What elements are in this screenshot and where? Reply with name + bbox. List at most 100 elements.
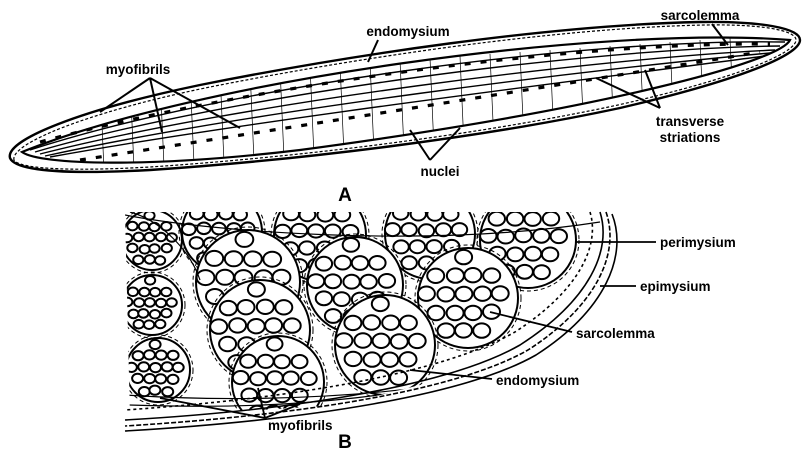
muscle-fiber [525,212,541,226]
muscle-fiber [133,351,144,360]
muscle-fiber [393,240,408,253]
muscle-fiber [410,240,425,253]
muscle-fiber [161,288,171,297]
muscle-fiber [149,244,159,253]
muscle-fiber [427,240,442,253]
muscle-fiber [343,275,359,289]
muscle-fiber [162,362,173,371]
muscle-fiber [542,248,558,262]
muscle-fiber [483,268,500,282]
muscle-fiber [516,194,532,208]
muscle-fiber [149,223,159,232]
muscle-fiber [534,265,550,279]
muscle-fiber [250,372,266,385]
muscle-fiber [233,209,247,221]
muscle-fiber [418,287,435,301]
muscle-fiber [162,387,173,396]
muscle-fiber [400,352,417,366]
label-striations: striations [660,130,721,145]
label-myofibrils-a: myofibrils [106,62,171,77]
muscle-fiber [447,306,464,320]
muscle-fiber [300,208,316,221]
label-nuclei: nuclei [420,164,459,179]
muscle-fiber [210,319,227,333]
label-epimysium: epimysium [640,279,711,294]
muscle-fiber [402,256,417,269]
muscle-fiber [316,291,332,305]
muscle-fiber [369,256,385,270]
muscle-fiber [267,371,283,384]
muscle-fiber [325,309,341,323]
muscle-fiber [150,288,160,297]
muscle-fiber [197,223,211,235]
muscle-fiber [436,223,451,236]
muscle-fiber [122,234,132,243]
panel-letter-b: B [338,432,352,452]
muscle-fiber [212,193,226,205]
muscle-fiber [317,208,333,221]
muscle-fiber [360,275,376,289]
muscle-fiber [145,255,155,264]
muscle-fiber [134,320,144,329]
muscle-fiber [150,340,161,349]
muscle-fiber [134,298,144,307]
muscle-fiber [334,292,350,306]
muscle-fiber [173,363,184,372]
muscle-fiber [132,374,143,383]
muscle-fiber [144,233,154,242]
muscle-fiber [455,323,472,337]
muscle-fiber [419,190,434,203]
muscle-fiber [150,363,161,372]
muscle-fiber [168,351,179,360]
muscle-fiber [474,287,491,301]
muscle-fiber [145,276,155,285]
muscle-fiber [299,241,315,254]
muscle-fiber [134,233,144,242]
label-endomysium-b: endomysium [496,373,579,388]
muscle-fiber [139,387,150,396]
muscle-fiber [127,222,137,231]
muscle-fiber [128,310,138,319]
muscle-fiber [507,248,523,262]
muscle-fiber [316,257,332,271]
muscle-fiber [385,223,400,236]
muscle-fiber [144,374,155,383]
muscle-fiber [382,316,399,330]
muscle-fiber [233,371,249,384]
muscle-fiber [455,287,472,301]
muscle-fiber [325,274,341,288]
muscle-fiber [393,207,408,220]
muscle-fiber [525,247,541,261]
muscle-fiber [219,208,233,220]
muscle-fiber [465,306,482,320]
muscle-fiber [162,244,172,253]
muscle-fiber [335,256,351,270]
label-sarcolemma-b: sarcolemma [576,326,655,341]
muscle-fiber [190,208,204,220]
muscle-fiber [204,209,218,221]
muscle-fiber [133,255,143,264]
muscle-fiber [156,299,166,308]
muscle-fiber [507,212,523,226]
muscle-fiber [335,333,352,347]
muscle-fiber [381,353,398,367]
muscle-fiber [409,334,426,348]
muscle-fiber [443,208,458,221]
muscle-fiber [205,251,223,266]
muscle-fiber [334,208,350,221]
muscle-fiber [138,309,148,318]
muscle-fiber [543,212,559,226]
muscle-fiber [401,223,416,236]
muscle-fiber [283,372,299,385]
muscle-fiber [427,269,444,283]
muscle-fiber [372,370,389,384]
muscle-fiber [220,301,237,315]
muscle-fiber [308,190,324,203]
muscle-fiber [292,389,308,402]
label-endomysium-a: endomysium [366,24,449,39]
muscle-fiber [258,355,274,368]
muscle-fiber [275,225,291,238]
muscle-fiber [372,297,389,311]
muscle-fiber [127,244,137,253]
